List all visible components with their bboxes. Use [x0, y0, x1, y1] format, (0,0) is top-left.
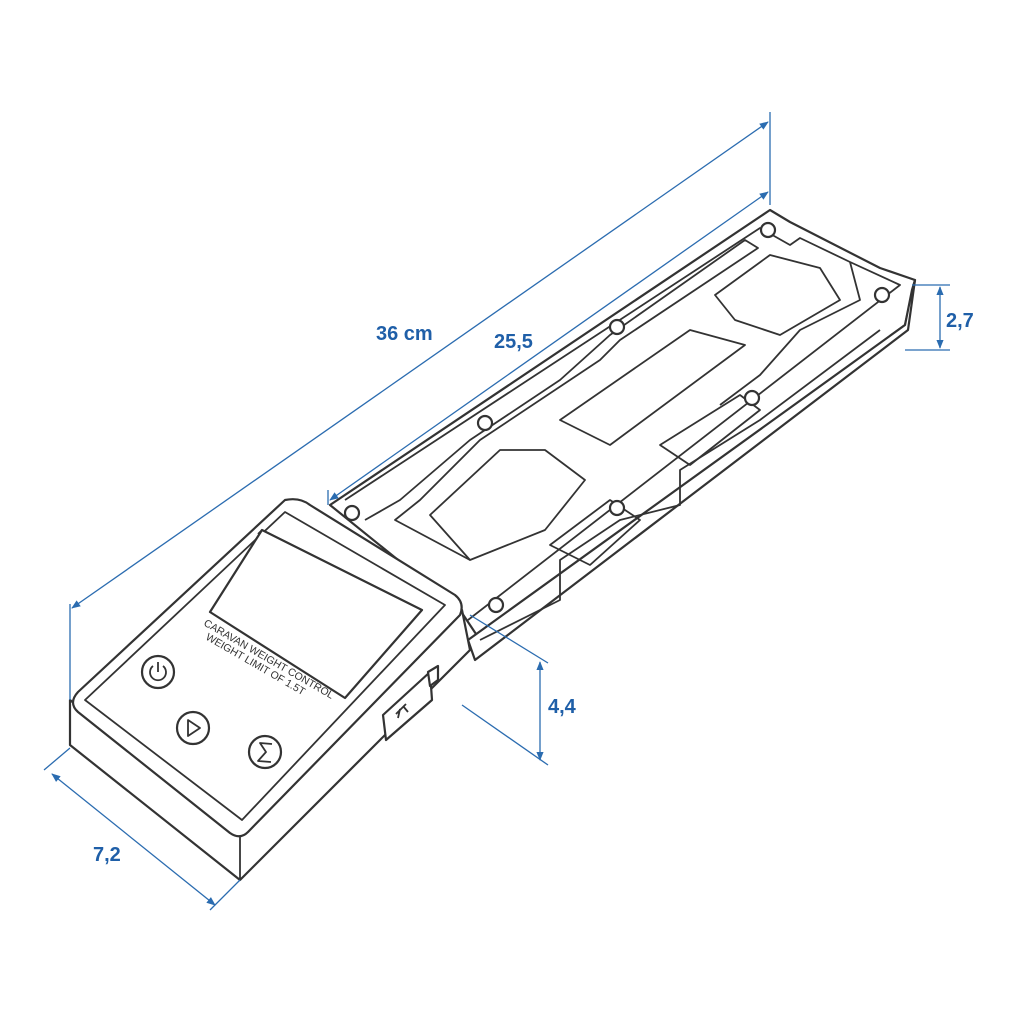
dim-device-width: 7,2	[93, 844, 121, 866]
usb-port[interactable]	[381, 664, 440, 742]
next-button[interactable]	[175, 710, 211, 746]
dim-total-length: 36 cm	[376, 323, 433, 345]
sum-button[interactable]	[247, 734, 283, 770]
dim-plate-height: 2,7	[946, 310, 974, 332]
power-icon	[149, 662, 167, 682]
play-icon	[187, 719, 201, 737]
usb-icon	[395, 703, 409, 719]
dimension-lines	[43, 112, 950, 911]
dim-plate-length: 25,5	[494, 331, 533, 353]
power-button[interactable]	[140, 654, 176, 690]
dim-device-height: 4,4	[548, 696, 577, 718]
sigma-icon	[257, 742, 273, 763]
